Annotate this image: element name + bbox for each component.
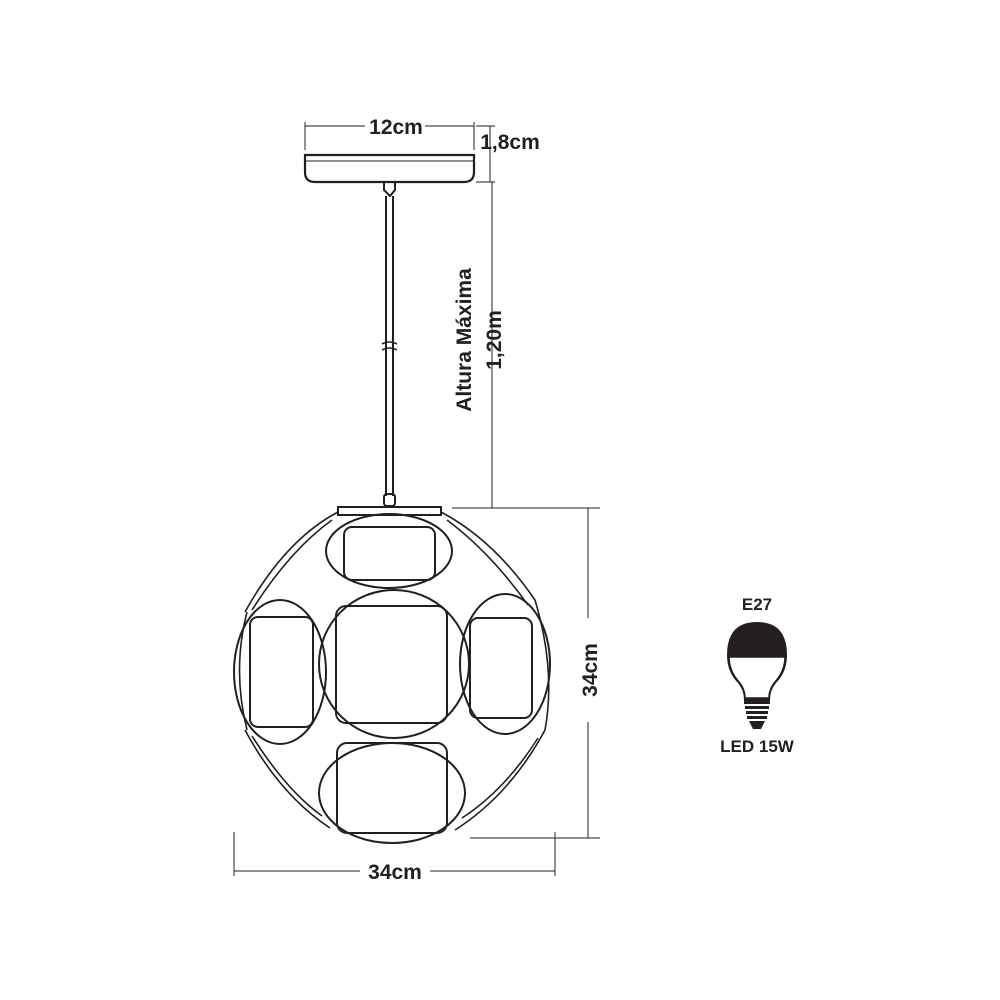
shade-height-label: 34cm	[579, 643, 602, 697]
canopy-height-label: 1,8cm	[480, 131, 540, 154]
max-height-value: 1,20m	[483, 310, 506, 370]
max-height-dimension: Altura Máxima 1,20m	[452, 182, 600, 509]
lamp-shade	[233, 506, 551, 844]
canopy-width-label: 12cm	[369, 116, 423, 139]
led-bulb-icon	[727, 622, 787, 729]
bulb-spec: E27 LED 15W	[720, 595, 795, 756]
shade-height-dimension: 34cm	[470, 508, 602, 839]
bulb-spec-label: LED 15W	[720, 737, 795, 756]
ceiling-canopy	[303, 153, 476, 184]
bulb-socket-label: E27	[742, 595, 772, 614]
canopy-height-dimension: 1,8cm	[476, 125, 540, 183]
shade-width-dimension: 34cm	[233, 832, 556, 884]
max-height-title: Altura Máxima	[453, 268, 476, 412]
canopy-width-dimension: 12cm	[304, 116, 475, 150]
suspension-cord	[381, 182, 398, 507]
shade-width-label: 34cm	[368, 861, 422, 884]
